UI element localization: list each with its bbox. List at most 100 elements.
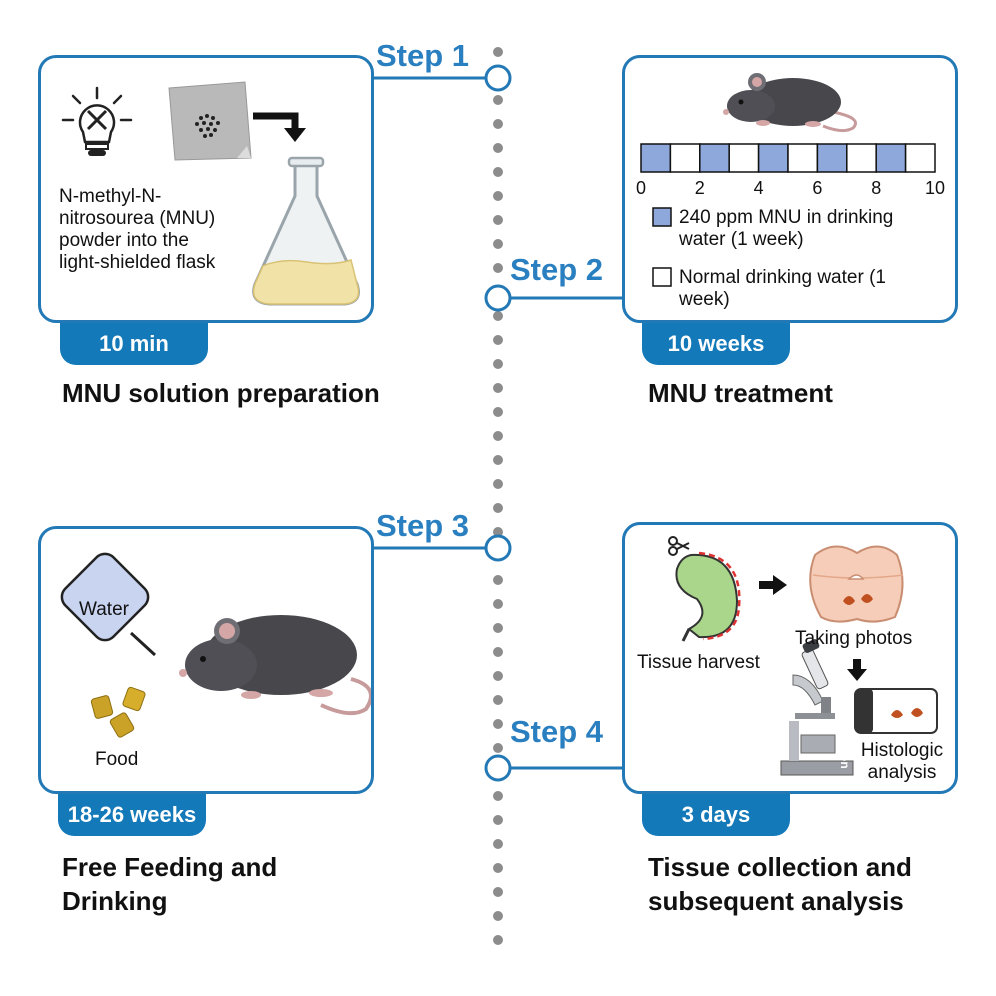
timeline-dot [493,263,503,273]
step4-duration: 3 days [642,794,790,836]
step4-node [484,754,512,782]
section-label: Section [838,725,852,769]
timeline-dot [493,743,503,753]
legend-mnu-swatch [652,207,672,227]
step4-label: Step 4 [510,714,604,749]
timeline-dot [493,47,503,57]
step2-duration: 10 weeks [642,323,790,365]
timeline-dot [493,407,503,417]
timeline-dot [493,335,503,345]
step3-caption: Free Feeding and Drinking [62,852,278,916]
water-label: Water [79,599,129,620]
timeline-dot [493,503,503,513]
step3-duration: 18-26 weeks [58,794,206,836]
step3-node [484,534,512,562]
timeline-dot [493,359,503,369]
opened-stomach-photo [809,545,904,623]
schedule-tick-label: 6 [812,178,822,198]
timeline-dot [493,167,503,177]
histology-slide-icon [854,688,938,734]
step4-panel: Tissue harvest Taking photos Section His… [622,522,958,794]
flask-icon [252,156,360,306]
schedule-week-5 [757,143,789,173]
timeline-dot [493,815,503,825]
timeline-dot [493,95,503,105]
step1-illustration [61,81,360,306]
mouse-icon [723,73,857,133]
timeline-dot [493,119,503,129]
legend-normal-swatch [652,267,672,287]
step2-node [484,284,512,312]
timeline-dot [493,215,503,225]
step1-panel: N-methyl-N- nitrosourea (MNU) powder int… [38,55,374,323]
timeline-dot [493,383,503,393]
arrow-down-icon [847,659,867,681]
food-pellets-icon [90,686,146,738]
schedule-tick-label: 4 [754,178,764,198]
timeline-dot [493,887,503,897]
arrow-right-icon [759,575,787,595]
step1-label: Step 1 [376,38,470,73]
timeline-dot [493,191,503,201]
schedule-week-6 [787,143,819,173]
timeline-dot [493,719,503,729]
schedule-bar [640,143,936,173]
legend-normal-text: Normal drinking water (1 week) [679,267,886,310]
stomach-icon [675,551,741,642]
water-bottle-icon [60,552,157,657]
schedule-week-8 [846,143,877,173]
legend-mnu-text: 240 ppm MNU in drinking water (1 week) [679,207,894,250]
step3-panel: Water Food [38,526,374,794]
timeline-dot [493,527,503,537]
schedule-tick-label: 10 [925,178,945,198]
timeline-dot [493,791,503,801]
lightbulb-off-icon [61,86,133,156]
timeline-dot [493,623,503,633]
timeline-dot [493,479,503,489]
timeline-dot [493,311,503,321]
step1-description: N-methyl-N- nitrosourea (MNU) powder int… [59,186,216,273]
step4-caption: Tissue collection and subsequent analysi… [648,852,912,916]
schedule-week-10 [904,143,936,173]
timeline-dot [493,911,503,921]
schedule-tick-label: 0 [636,178,646,198]
microscope-icon [780,639,854,776]
timeline-dot [493,935,503,945]
timeline-dot [493,455,503,465]
step2-label: Step 2 [510,252,604,287]
schedule-week-3 [699,143,730,173]
step1-caption: MNU solution preparation [62,378,380,408]
histologic-analysis-label: Histologic analysis [860,740,944,783]
step1-duration: 10 min [60,323,208,365]
food-label: Food [95,749,139,770]
timeline-dot [493,143,503,153]
schedule-week-1 [640,143,672,173]
powder-paper-icon [168,81,252,161]
step2-caption: MNU treatment [648,378,833,408]
timeline-dot [493,671,503,681]
step1-node [484,64,512,92]
timeline-dot [493,647,503,657]
schedule-week-7 [816,143,848,173]
timeline-dot [493,863,503,873]
schedule-week-2 [669,143,701,173]
timeline-dot [493,695,503,705]
timeline-dot [493,839,503,849]
timeline-dots [493,47,503,945]
timeline-dot [493,599,503,609]
timeline-dot [493,239,503,249]
timeline-dot [493,431,503,441]
step3-illustration [60,552,371,738]
schedule-week-4 [728,143,760,173]
step4-illustration [668,536,938,776]
schedule-tick-label: 8 [871,178,881,198]
timeline-dot [493,575,503,585]
tissue-harvest-label: Tissue harvest [637,652,760,673]
mouse-icon [179,615,371,716]
scissors-icon [668,536,690,556]
taking-photos-label: Taking photos [795,628,913,649]
